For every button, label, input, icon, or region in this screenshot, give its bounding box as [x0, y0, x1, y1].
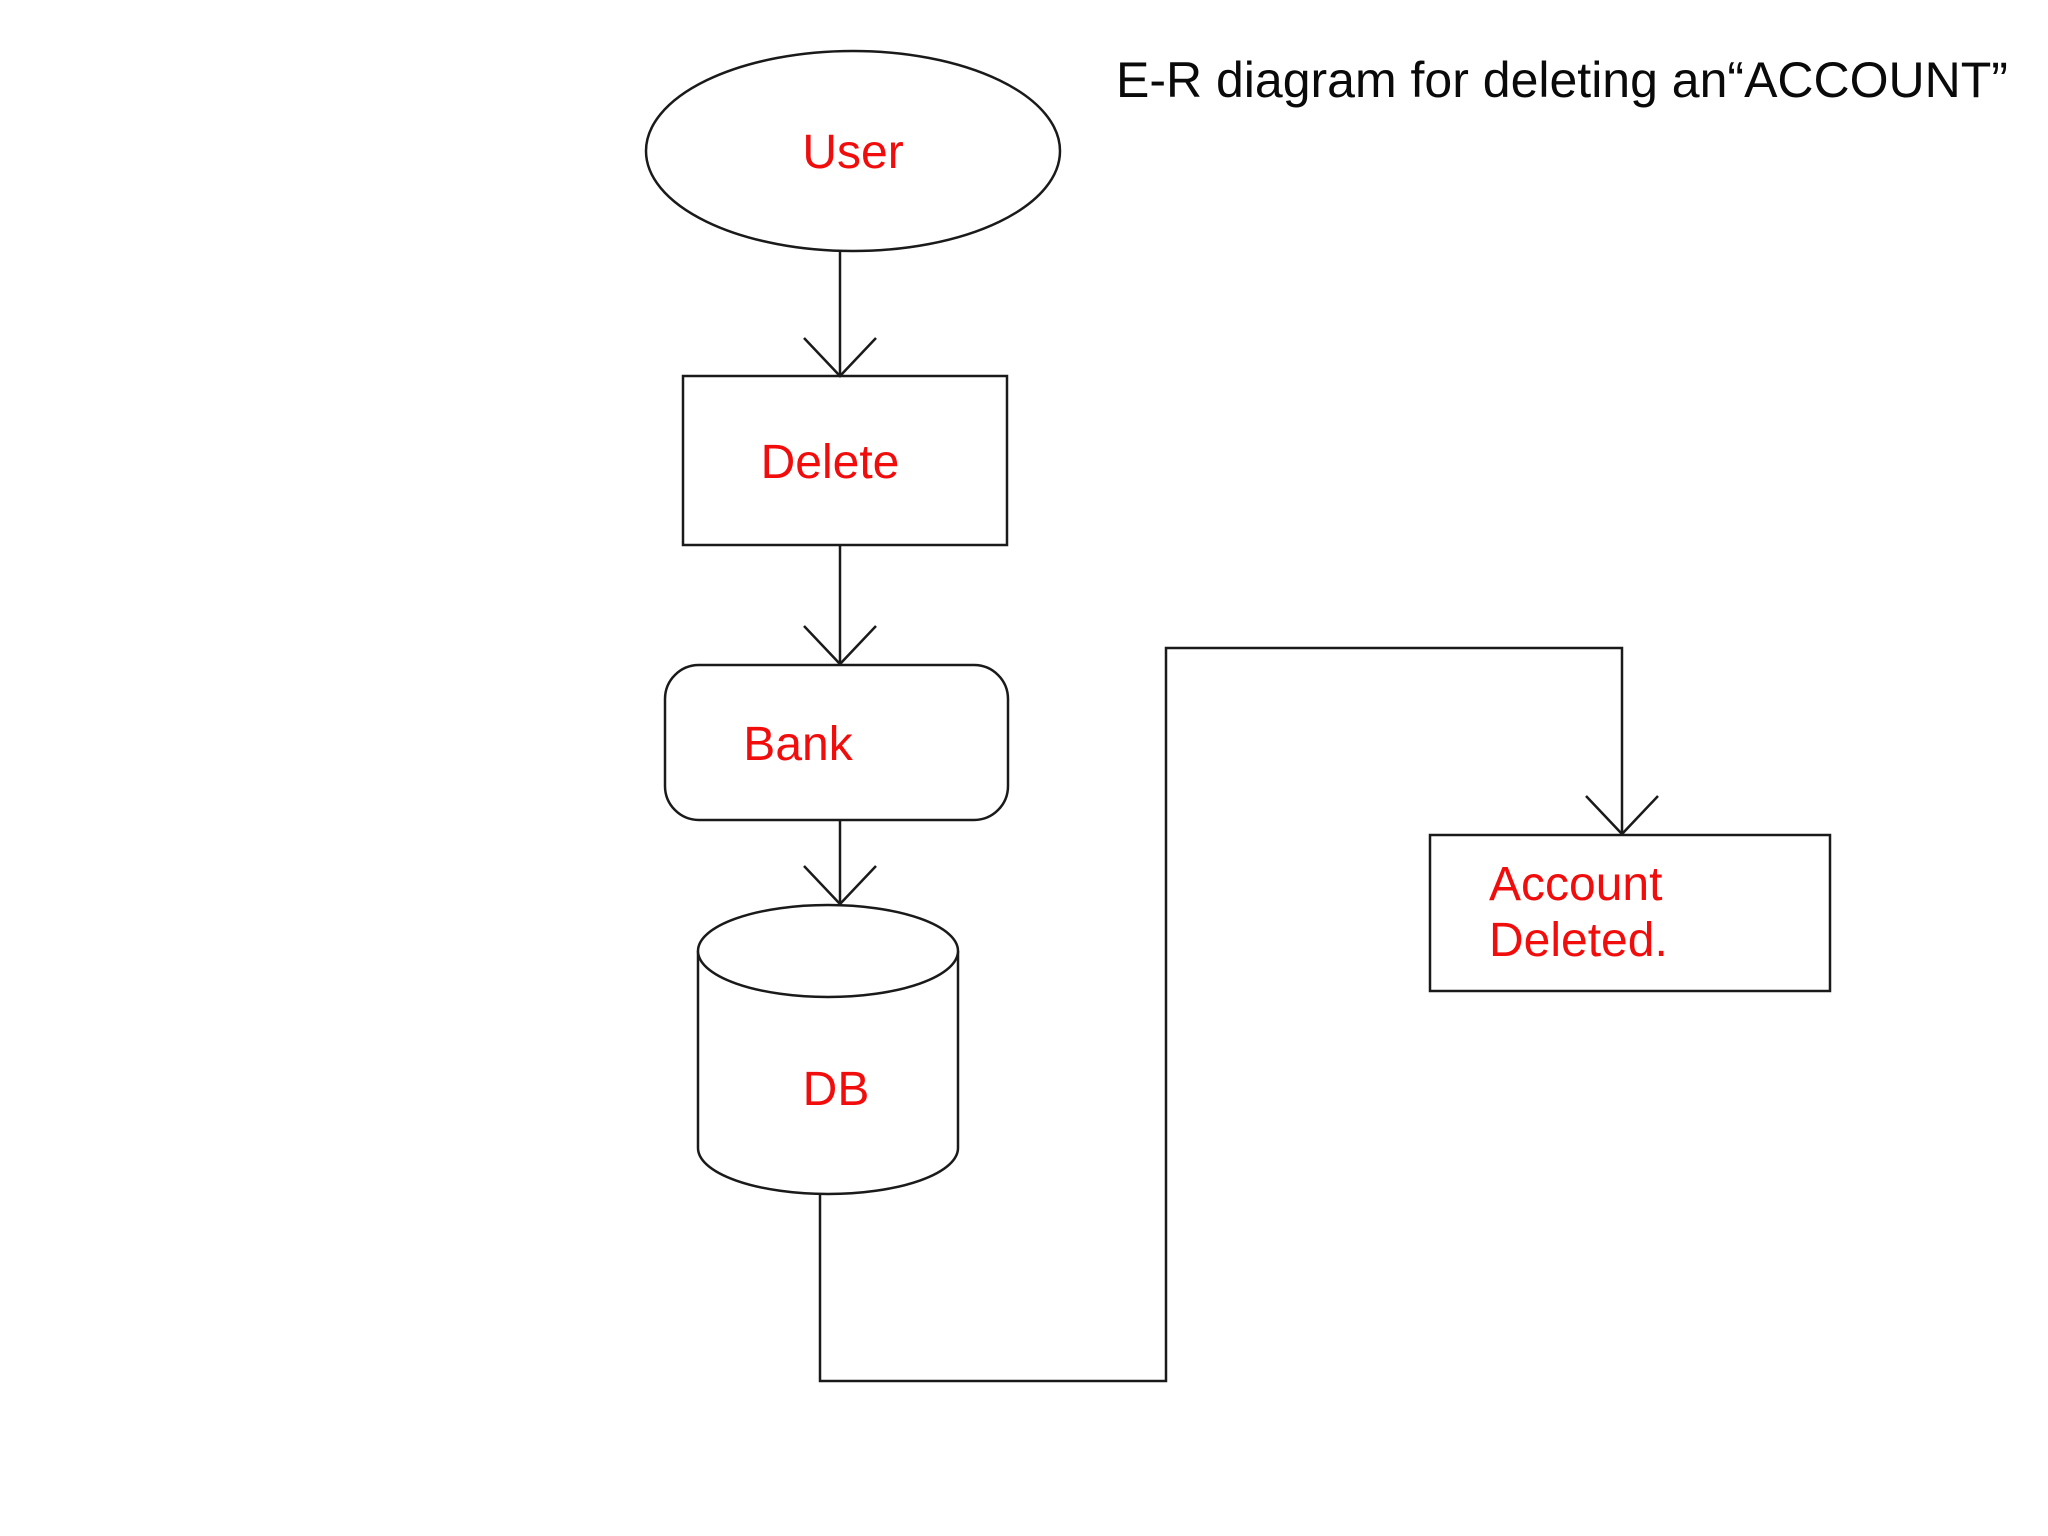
db-node: DB [696, 903, 960, 1196]
diagram-title: E-R diagram for deleting an“ACCOUNT” [1116, 52, 2008, 108]
account-deleted-node: Account Deleted. [1428, 833, 1832, 993]
delete-rectangle [681, 374, 1009, 547]
delete-label: Delete [761, 436, 900, 489]
user-label: User [802, 126, 903, 179]
db-label: DB [803, 1063, 870, 1116]
account-deleted-rectangle [1428, 833, 1832, 993]
account-deleted-label-line2: Deleted. [1489, 914, 1668, 967]
db-cylinder-top [696, 903, 960, 999]
delete-node: Delete [681, 374, 1009, 547]
bank-node: Bank [663, 663, 1010, 822]
edge-db-account-deleted-line [818, 646, 1624, 1383]
account-deleted-label-line1: Account [1489, 858, 1662, 911]
db-cylinder-body [696, 951, 960, 1196]
bank-label: Bank [743, 718, 853, 771]
user-ellipse [644, 49, 1062, 253]
user-node: User [644, 49, 1062, 253]
bank-rounded-rectangle [663, 663, 1010, 822]
